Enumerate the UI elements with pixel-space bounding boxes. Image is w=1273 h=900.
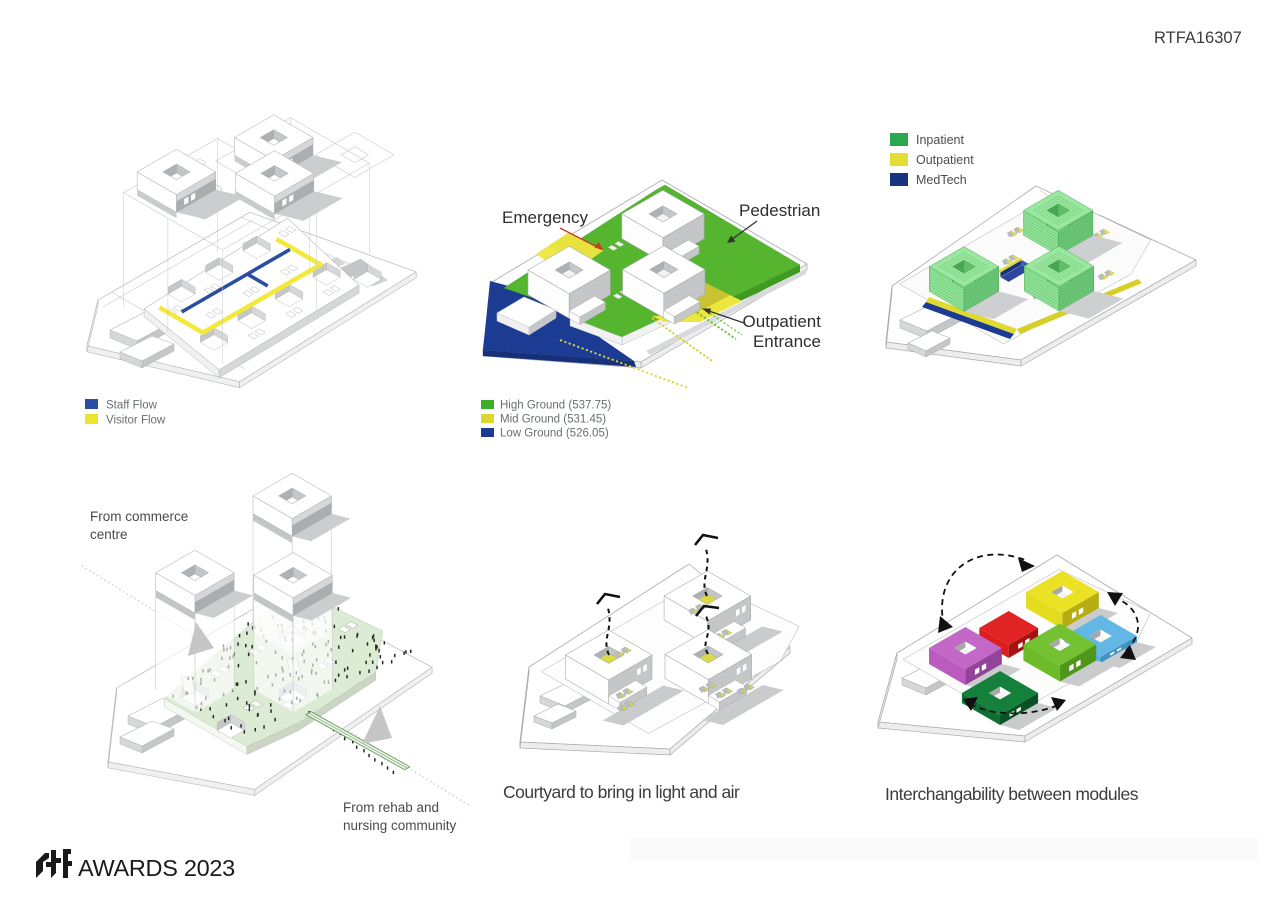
svg-text:Staff Flow: Staff Flow [106,400,158,412]
svg-text:centre: centre [90,527,128,542]
svg-text:AWARDS 2023: AWARDS 2023 [78,855,235,881]
svg-text:Mid Ground (531.45): Mid Ground (531.45) [500,414,606,426]
svg-text:Interchangability between modu: Interchangability between modules [885,784,1139,804]
svg-text:Low Ground (526.05): Low Ground (526.05) [500,428,609,440]
svg-text:Outpatient: Outpatient [743,312,822,331]
svg-text:MedTech: MedTech [916,173,967,187]
svg-text:Entrance: Entrance [753,332,821,351]
svg-text:Outpatient: Outpatient [916,153,974,167]
svg-text:Emergency: Emergency [502,208,588,227]
svg-text:Pedestrian: Pedestrian [739,201,820,220]
svg-text:Visitor Flow: Visitor Flow [106,415,166,427]
svg-text:Inpatient: Inpatient [916,133,964,147]
svg-text:Courtyard to bring in light an: Courtyard to bring in light and air [503,782,740,802]
svg-text:RTFA16307: RTFA16307 [1154,29,1242,47]
svg-text:From rehab and: From rehab and [343,800,439,815]
svg-text:nursing community: nursing community [343,818,457,833]
svg-text:High Ground (537.75): High Ground (537.75) [500,400,611,412]
svg-text:From commerce: From commerce [90,509,188,524]
